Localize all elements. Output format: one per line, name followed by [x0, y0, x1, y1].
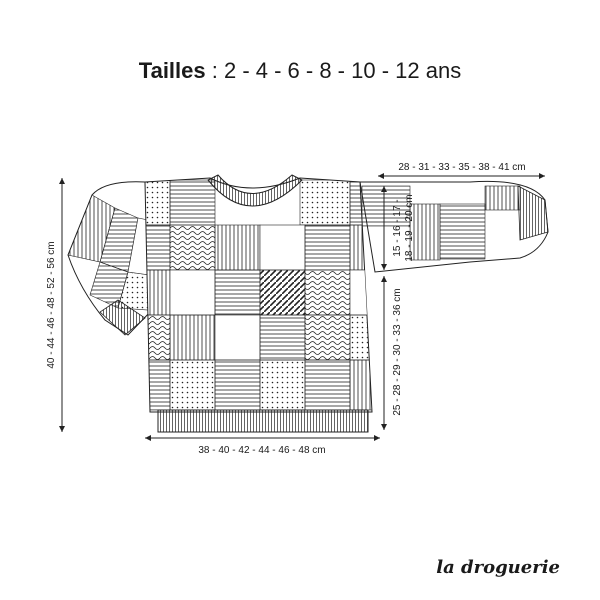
sweater-body: [144, 174, 373, 433]
side-length-dimension: 25 - 28 - 29 - 30 - 33 - 36 cm: [381, 276, 403, 430]
right-sleeve: [359, 180, 549, 273]
width-dimension: 38 - 40 - 42 - 44 - 46 - 48 cm: [145, 435, 380, 456]
brand-logo: la droguerie: [436, 557, 560, 578]
armhole-dimension: 15 - 16 - 17 - 18 - 19 - 20 cm: [381, 186, 415, 270]
side-length-label: 25 - 28 - 29 - 30 - 33 - 36 cm: [392, 288, 403, 415]
sizes-title-label: Tailles: [138, 58, 206, 83]
total-length-label: 40 - 44 - 46 - 48 - 52 - 56 cm: [46, 241, 57, 368]
width-label: 38 - 40 - 42 - 44 - 46 - 48 cm: [198, 445, 325, 456]
sleeve-length-dimension: 28 - 31 - 33 - 35 - 38 - 41 cm: [378, 162, 545, 179]
armhole-label-line1: 15 - 16 - 17 -: [392, 199, 403, 256]
sleeve-length-label: 28 - 31 - 33 - 35 - 38 - 41 cm: [398, 162, 525, 173]
sizes-title: Tailles : 2 - 4 - 6 - 8 - 10 - 12 ans: [0, 58, 600, 84]
left-sleeve: [67, 181, 153, 336]
total-length-dimension: 40 - 44 - 46 - 48 - 52 - 56 cm: [46, 178, 65, 432]
sizes-title-values: : 2 - 4 - 6 - 8 - 10 - 12 ans: [205, 58, 462, 83]
armhole-label-line2: 18 - 19 - 20 cm: [404, 194, 415, 261]
